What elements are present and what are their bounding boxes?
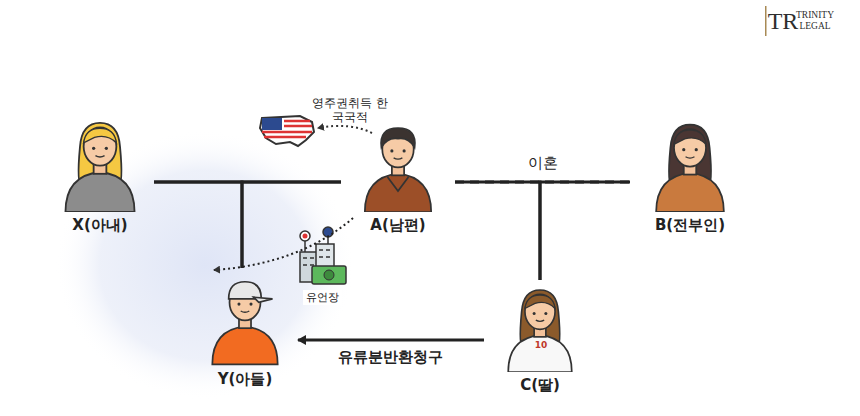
connector: [540, 182, 630, 280]
person-figure: [52, 112, 148, 212]
person-label: X(아내): [46, 216, 154, 235]
person-node: X(아내): [46, 112, 154, 235]
bank-money-icon: [300, 227, 346, 284]
edge-label: 유언장: [303, 290, 342, 305]
us-map-icon: [260, 116, 314, 146]
logo-mark: [765, 6, 767, 36]
person-node: B(전부인): [630, 114, 750, 235]
person-figure: [498, 280, 582, 372]
logo-text: TRINITY LEGAL: [784, 10, 846, 33]
person-node: A(남편): [341, 116, 455, 235]
jersey-number: 10: [535, 340, 548, 351]
person-node: C(딸): [486, 280, 594, 395]
person-node: Y(아들): [196, 268, 294, 389]
person-figure: [645, 114, 735, 212]
edge-label: 이혼: [525, 154, 561, 173]
connector: [455, 182, 540, 280]
logo-text: TR: [768, 7, 799, 36]
person-figure: [202, 268, 288, 366]
connector: [298, 339, 484, 342]
person-label: B(전부인): [630, 216, 750, 235]
connector: [154, 182, 242, 268]
highlight-glow: [55, 130, 355, 400]
person-figure: [353, 116, 443, 212]
connector: [214, 218, 353, 270]
person-label: C(딸): [486, 376, 594, 395]
person-label: Y(아들): [196, 370, 294, 389]
edge-label: 유류분반환청구: [335, 348, 446, 367]
dotted-arrow: [318, 126, 372, 133]
person-label: A(남편): [341, 216, 455, 235]
connector: [242, 182, 341, 268]
note-label: 영주권취득 한국국적: [310, 96, 390, 125]
